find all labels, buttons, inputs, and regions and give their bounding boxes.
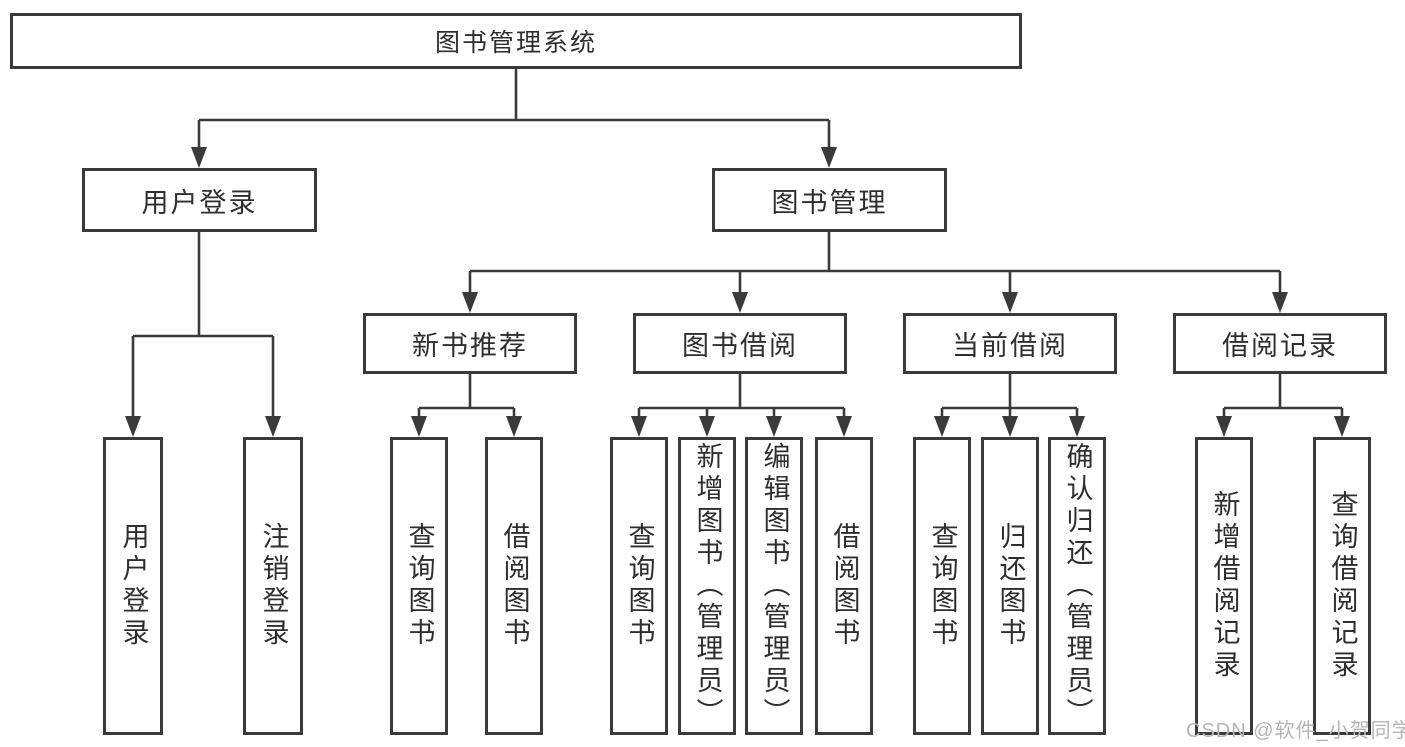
node-library-management-system: 图书管理系统 <box>10 13 1022 69</box>
leaf-edit-books-admin: 编辑图书（管理员） <box>745 437 803 735</box>
leaf-borrow-books: 借阅图书 <box>815 437 873 735</box>
leaf-confirm-return-admin: 确认归还（管理员） <box>1048 437 1106 735</box>
node-new-book-recommendation: 新书推荐 <box>363 313 577 374</box>
node-book-management: 图书管理 <box>712 168 947 232</box>
leaf-recommend-borrow-books: 借阅图书 <box>485 437 543 735</box>
leaf-current-query-books: 查询图书 <box>913 437 971 735</box>
node-borrowing-records: 借阅记录 <box>1173 313 1387 374</box>
leaf-add-borrow-record: 新增借阅记录 <box>1195 437 1253 735</box>
node-book-borrowing: 图书借阅 <box>633 313 847 374</box>
leaf-logout: 注销登录 <box>243 437 303 735</box>
leaf-borrow-query-books: 查询图书 <box>610 437 668 735</box>
node-current-borrowing: 当前借阅 <box>903 313 1117 374</box>
node-user-login: 用户登录 <box>82 168 317 232</box>
leaf-add-books-admin: 新增图书（管理员） <box>678 437 736 735</box>
leaf-return-books: 归还图书 <box>981 437 1039 735</box>
leaf-query-borrow-record: 查询借阅记录 <box>1313 437 1371 735</box>
leaf-recommend-query-books: 查询图书 <box>390 437 448 735</box>
csdn-watermark: CSDN @软件_小贺同学 <box>1186 720 1405 742</box>
leaf-user-login: 用户登录 <box>103 437 163 735</box>
